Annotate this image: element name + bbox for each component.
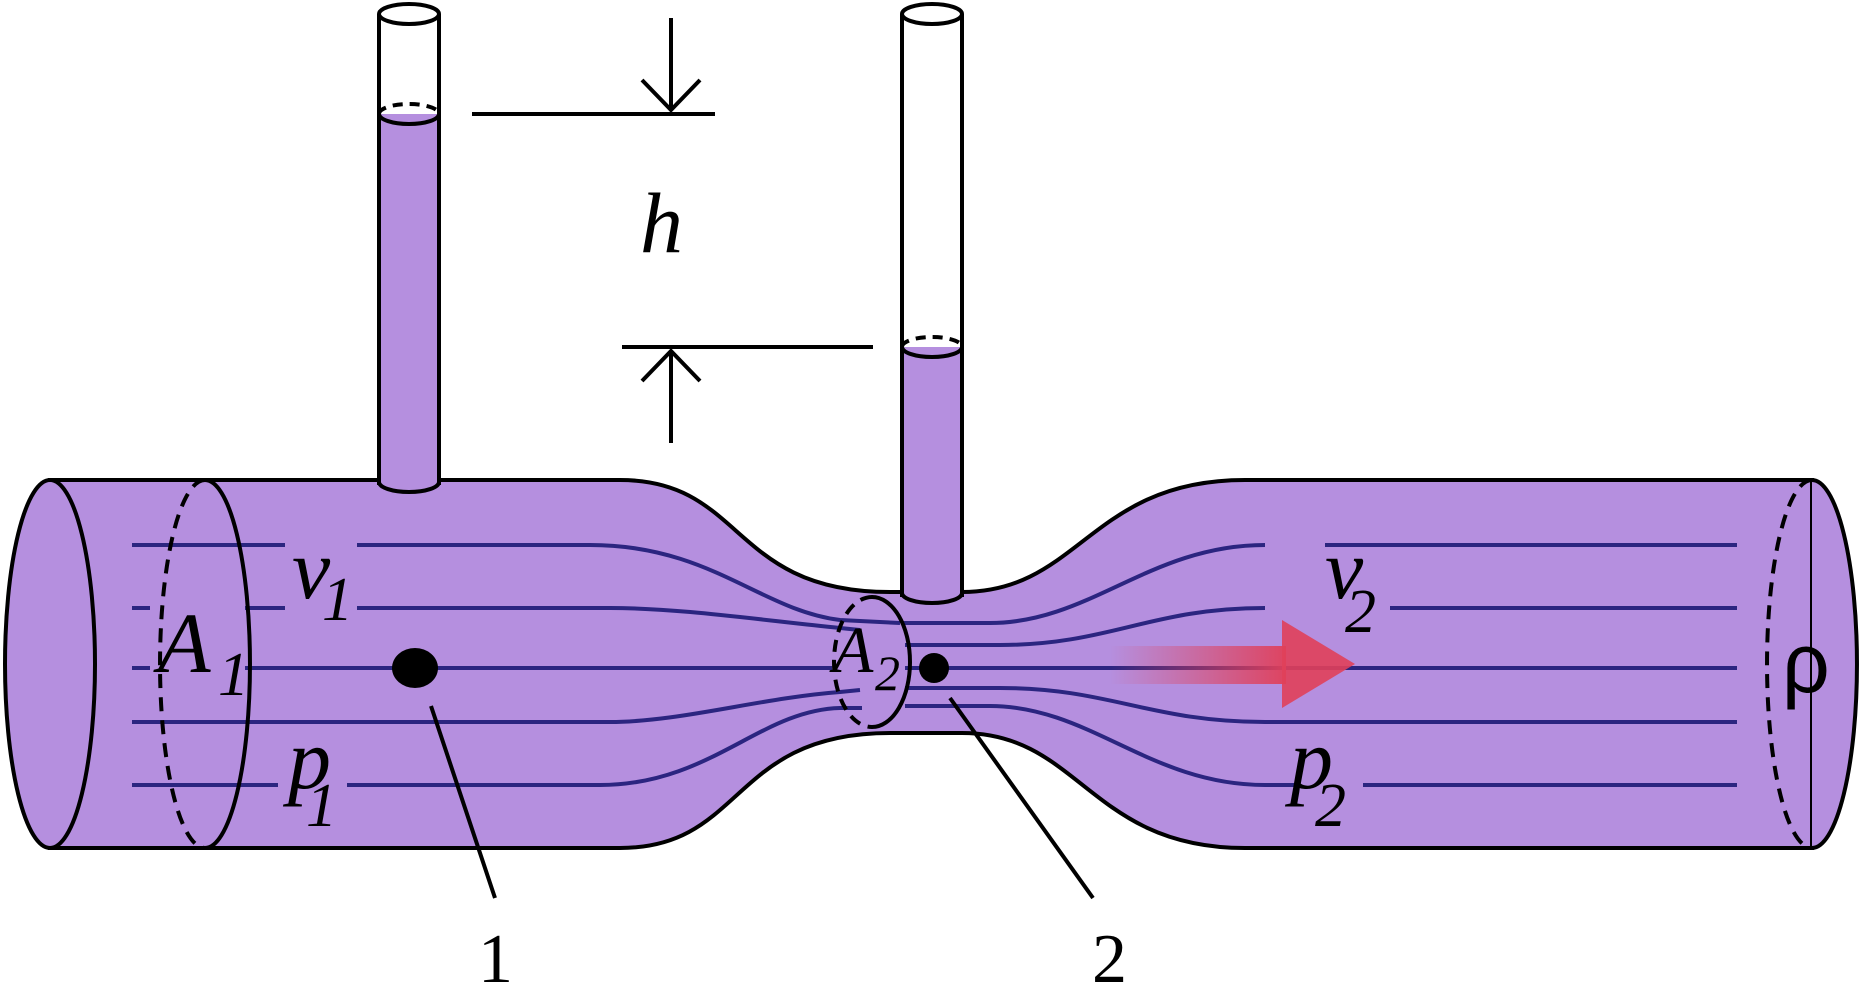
label-point-2: 2 xyxy=(1092,921,1127,985)
label-rho: ρ xyxy=(1782,616,1830,710)
streamline-1 xyxy=(132,543,1737,625)
streamline-4 xyxy=(132,686,1737,724)
label-v2-sub: 2 xyxy=(1345,578,1376,646)
label-a2: A xyxy=(829,614,874,687)
right-tube-meniscus-front xyxy=(900,346,964,359)
left-tube xyxy=(377,2,441,494)
label-p1: p xyxy=(282,711,331,807)
streamline-5 xyxy=(132,704,1737,787)
flow-arrow-shaft xyxy=(1110,646,1286,684)
left-tube-meniscus-front xyxy=(377,113,441,126)
down-arrow-head xyxy=(640,78,702,113)
label-v1: v xyxy=(292,521,331,617)
leader-line-2 xyxy=(948,696,1095,900)
pipe-right-end xyxy=(1811,478,1859,850)
leader-line-1 xyxy=(429,705,497,899)
cross-section-right-end xyxy=(1765,478,1813,850)
pipe-left-end xyxy=(3,478,97,850)
cross-section-a2-back xyxy=(832,595,873,729)
right-tube-meniscus-back xyxy=(900,335,964,348)
left-tube-empty xyxy=(379,14,439,114)
label-a1: A xyxy=(153,595,211,691)
right-tube-liquid xyxy=(902,347,962,597)
label-point-1: 1 xyxy=(478,921,513,985)
flow-arrow-head xyxy=(1282,620,1355,708)
up-arrow-head xyxy=(640,348,702,383)
label-v2: v xyxy=(1325,521,1364,617)
right-tube-empty xyxy=(902,14,962,347)
left-tube-liquid xyxy=(379,114,439,485)
label-p2: p xyxy=(1284,711,1333,807)
right-tube-base xyxy=(900,592,964,605)
left-tube-base xyxy=(377,481,441,494)
flow-arrow xyxy=(1110,620,1355,708)
label-a1-sub: 1 xyxy=(218,641,249,709)
cross-section-a1-back xyxy=(158,478,206,850)
left-tube-meniscus-back xyxy=(377,102,441,115)
streamlines xyxy=(132,543,1737,787)
point-1-marker xyxy=(392,648,438,688)
label-a2-sub: 2 xyxy=(875,645,900,701)
point-2-marker xyxy=(919,653,949,683)
left-tube-top xyxy=(377,2,441,26)
cross-section-a1-front xyxy=(204,478,252,850)
label-v1-sub: 1 xyxy=(322,566,353,634)
right-tube xyxy=(900,2,964,605)
cross-section-a2-front xyxy=(871,595,912,729)
label-h: h xyxy=(640,175,683,271)
height-dimension xyxy=(472,18,873,443)
label-p2-sub: 2 xyxy=(1315,772,1346,840)
right-tube-top xyxy=(900,2,964,26)
streamline-2 xyxy=(132,606,1737,647)
label-p1-sub: 1 xyxy=(306,772,337,840)
